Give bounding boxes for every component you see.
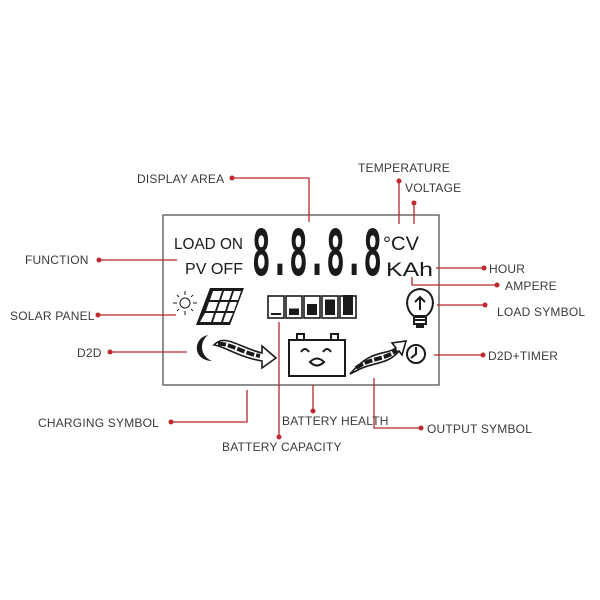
leader-ampere — [411, 277, 497, 286]
charging-arrow-icon — [212, 339, 278, 370]
dot — [107, 349, 113, 355]
dot — [494, 282, 500, 288]
label-temperature: TEMPERATURE — [358, 161, 450, 175]
label-charging-symbol: CHARGING SYMBOL — [38, 416, 159, 430]
display-frame — [162, 214, 440, 386]
label-display-area: DISPLAY AREA — [137, 172, 224, 186]
output-arrow-icon — [349, 340, 408, 375]
dot — [418, 425, 424, 431]
dot — [168, 419, 174, 425]
unit-kah: KAh — [386, 260, 433, 281]
dot — [96, 257, 102, 263]
label-solar-panel: SOLAR PANEL — [10, 309, 95, 323]
label-function: FUNCTION — [25, 253, 89, 267]
capacity-cell — [285, 295, 303, 319]
moon-icon — [196, 335, 212, 361]
capacity-cell — [303, 295, 321, 319]
leader-output — [373, 378, 421, 429]
label-battery-health: BATTERY HEALTH — [282, 414, 389, 428]
seven-segment-digits: 8.8.8.8 — [252, 217, 382, 290]
label-hour: HOUR — [489, 262, 525, 276]
dot — [229, 175, 235, 181]
clock-icon — [406, 344, 426, 364]
dot — [482, 302, 488, 308]
solar-panel-icon — [196, 288, 244, 325]
dot — [411, 200, 417, 206]
battery-capacity-bars — [267, 295, 357, 319]
capacity-fill — [325, 299, 335, 315]
label-output-symbol: OUTPUT SYMBOL — [427, 422, 532, 436]
label-battery-capacity: BATTERY CAPACITY — [222, 440, 342, 454]
unit-celsius-volt: °CV — [383, 234, 419, 255]
capacity-fill — [343, 295, 353, 315]
pv-off-text: PV OFF — [185, 261, 243, 278]
dot — [276, 434, 282, 440]
label-ampere: AMPERE — [505, 279, 557, 293]
label-d2d-timer: D2D+TIMER — [488, 349, 558, 363]
dot — [310, 408, 316, 414]
capacity-cell — [321, 295, 339, 319]
dot — [480, 352, 486, 358]
battery-health-icon — [288, 333, 346, 377]
capacity-cell — [267, 295, 285, 319]
load-on-text: LOAD ON — [174, 236, 243, 253]
lightbulb-icon — [406, 287, 434, 328]
leader-charging — [171, 390, 248, 423]
dot — [481, 265, 487, 271]
dot — [95, 312, 101, 318]
label-d2d: D2D — [77, 346, 102, 360]
capacity-fill — [307, 304, 317, 315]
leader-dots — [95, 175, 500, 440]
capacity-fill — [289, 308, 299, 315]
leader-display-area — [232, 177, 310, 222]
sun-icon — [173, 291, 197, 315]
label-load-symbol: LOAD SYMBOL — [497, 305, 585, 319]
leader-lines — [98, 177, 497, 437]
label-voltage: VOLTAGE — [405, 181, 461, 195]
capacity-fill — [271, 313, 281, 315]
dot — [396, 178, 402, 184]
